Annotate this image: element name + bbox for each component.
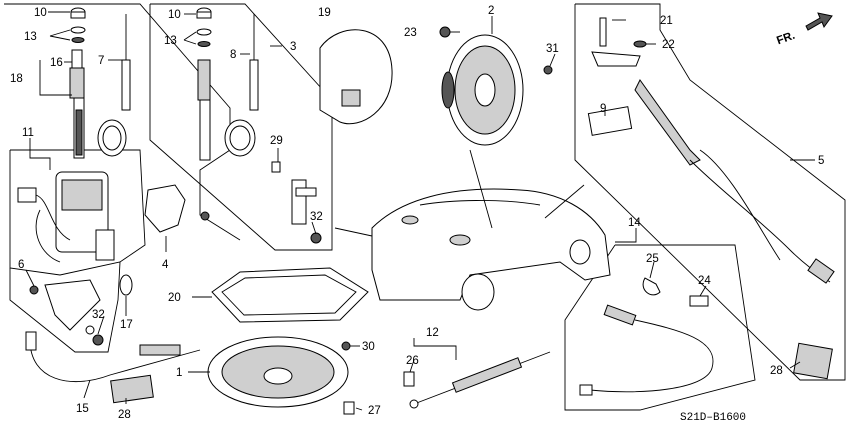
part-27-clip (343, 401, 355, 415)
callout-13b: 13 (164, 35, 177, 47)
callout-21: 21 (660, 15, 673, 27)
part-11-antenna-motor (17, 171, 115, 263)
car-illustration (334, 188, 611, 311)
part-21-bolt (599, 17, 647, 48)
callout-22: 22 (662, 39, 675, 51)
callout-18: 18 (10, 73, 23, 85)
callout-4: 4 (162, 259, 169, 271)
callout-5: 5 (818, 155, 824, 167)
callout-28: 28 (118, 409, 131, 421)
part-26-clip (403, 371, 415, 387)
callout-27: 27 (368, 405, 381, 417)
part-28-pad-left (110, 374, 154, 404)
arrow-icon (805, 12, 833, 31)
callout-9: 9 (600, 103, 606, 115)
part-7-rod-antenna (97, 14, 131, 157)
part-19-cover (319, 29, 393, 125)
callout-7: 7 (98, 55, 104, 67)
callout-31: 31 (546, 43, 559, 55)
callout-17: 17 (120, 319, 133, 331)
part-14-cable (579, 304, 714, 396)
callout-30: 30 (362, 341, 375, 353)
diagram-code: S21D–B1600 (680, 412, 746, 424)
callout-23: 23 (404, 27, 417, 39)
callout-labels: 10 13 16 18 7 10 13 8 3 19 23 2 31 21 22… (10, 5, 824, 421)
part-24-nut (689, 295, 709, 307)
part-1-oval-speaker (207, 336, 349, 408)
part-8-rod-antenna (197, 14, 259, 161)
part-2-speaker (441, 34, 524, 146)
part-18-mast-base (69, 49, 85, 159)
callout-10: 10 (34, 7, 47, 19)
callout-13: 13 (24, 31, 37, 43)
callout-29: 29 (270, 135, 283, 147)
callout-32: 32 (310, 211, 323, 223)
direction-label: FR. (775, 30, 797, 48)
group-outlines (4, 3, 846, 411)
part-4-bracket (144, 184, 210, 233)
callout-25: 25 (646, 253, 659, 265)
part-25-clamp (642, 277, 661, 296)
callout-1: 1 (176, 367, 182, 379)
leader-lines (25, 11, 815, 411)
part-17-grommet (119, 274, 133, 296)
part-23-screw (439, 26, 451, 38)
part-10-cap-nut-mid (196, 7, 212, 47)
part-28-pad-right (793, 342, 833, 380)
callout-15: 15 (76, 403, 89, 415)
callout-28b: 28 (770, 365, 783, 377)
part-5-antenna-cable (587, 51, 835, 284)
part-13-washers (70, 26, 86, 43)
callout-16: 16 (50, 57, 63, 69)
part-30-screw (341, 341, 351, 351)
callout-11: 11 (22, 127, 34, 139)
callout-2: 2 (488, 5, 494, 17)
callout-10b: 10 (168, 9, 181, 21)
callout-6: 6 (18, 259, 24, 271)
callout-8: 8 (230, 49, 236, 61)
callout-20: 20 (168, 292, 181, 304)
callout-19: 19 (318, 7, 331, 19)
callout-26: 26 (406, 355, 419, 367)
callout-12: 12 (426, 327, 439, 339)
part-29-bracket (271, 161, 322, 244)
part-10-cap-nut (70, 7, 86, 19)
part-20-tray (211, 267, 369, 323)
callout-3: 3 (290, 41, 296, 53)
part-12-extension (409, 351, 551, 409)
part-15-cable (25, 331, 201, 382)
callout-24: 24 (698, 275, 711, 287)
callout-32b: 32 (92, 309, 105, 321)
part-31-screw (543, 65, 553, 75)
callout-14: 14 (628, 217, 641, 229)
part-6-bracket (29, 279, 104, 346)
